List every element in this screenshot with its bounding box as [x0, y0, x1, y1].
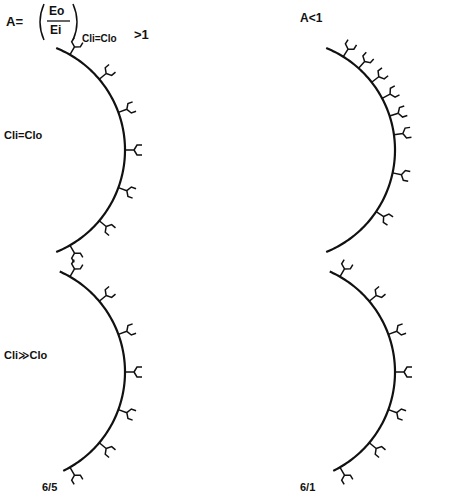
receptor-symbol: [395, 367, 412, 377]
receptor-symbol: [336, 465, 353, 485]
receptor-symbol: [339, 40, 356, 60]
receptor-symbol: [117, 102, 136, 117]
cell-membrane: [60, 272, 125, 471]
receptor-symbol: [66, 38, 83, 58]
receptor-symbol: [96, 439, 115, 458]
right-parenthesis: [73, 4, 77, 40]
cell-membrane: [330, 272, 395, 471]
numerator: Eo: [49, 5, 64, 17]
cell-membrane: [56, 48, 125, 252]
receptor-symbol: [66, 260, 83, 280]
condition-subscript: Cli=Clo: [82, 34, 117, 44]
receptor-symbol: [380, 86, 400, 103]
chloride-condition: Cli=Clo: [4, 130, 42, 141]
receptor-symbol: [387, 324, 406, 339]
receptor-symbol: [388, 106, 407, 121]
inequality: >1: [134, 28, 149, 41]
receptor-symbol: [125, 367, 142, 377]
receptor-symbol: [96, 217, 115, 236]
receptor-symbol: [392, 168, 411, 181]
receptor-symbol: [366, 287, 385, 306]
receptor-symbol: [117, 324, 136, 339]
ratio-value: 6/1: [300, 482, 315, 493]
receptor-symbol: [96, 65, 115, 84]
chloride-condition: Cli≫Clo: [4, 350, 47, 361]
receptor-symbol: [373, 207, 393, 225]
receptor-symbol: [96, 287, 115, 306]
receptor-symbol: [355, 52, 374, 71]
receptor-symbol: [366, 439, 385, 458]
receptor-symbol: [387, 405, 406, 420]
receptor-symbol: [369, 68, 389, 86]
receptor-symbol: [125, 145, 142, 155]
ratio-condition: A<1: [300, 12, 322, 24]
receptor-symbol: [66, 465, 83, 485]
receptor-symbol: [393, 127, 411, 139]
receptor-symbol: [117, 405, 136, 420]
cell-membrane: [326, 48, 395, 252]
denominator: Ei: [50, 24, 61, 36]
ratio-value: 6/5: [42, 482, 57, 493]
receptor-symbol: [66, 243, 83, 263]
fraction-bar: [47, 20, 70, 21]
receptor-symbol: [117, 183, 136, 198]
receptor-symbol: [336, 260, 353, 280]
left-parenthesis: [40, 4, 44, 40]
formula-term: A=: [6, 15, 23, 28]
